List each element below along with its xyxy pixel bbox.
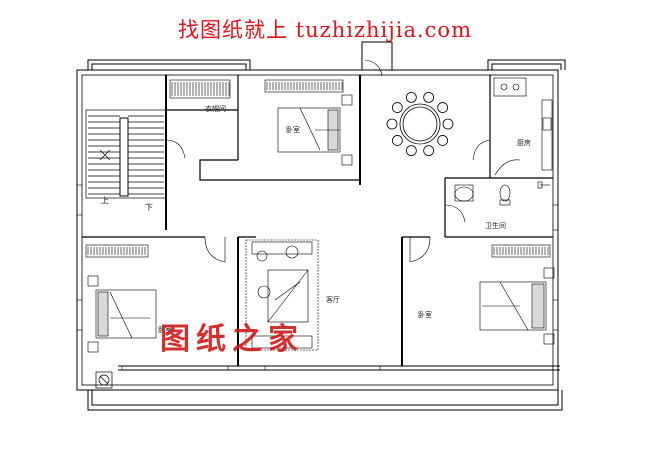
stair-down-label: 下 [145,203,153,212]
stair-up-label: 上 [101,196,109,205]
right-bedroom-furniture [479,244,555,345]
bathroom-label: 卫生间 [485,221,506,230]
door-arc-kitchen [472,139,491,161]
bottom-balcony-in [91,390,559,406]
flue-symbol [95,371,113,389]
kitchen-fixtures [493,77,553,176]
bathroom-fixtures [454,181,550,206]
kitchen-label: 厨房 [517,138,531,147]
bedroom-right-label: 卧室 [418,310,432,319]
top-bedroom-furniture [264,79,353,166]
top-balcony-left [87,59,251,70]
door-arc-closet [165,139,186,159]
inner-wall [81,74,554,386]
closet-label: 衣帽间 [205,104,226,113]
outer-wall [76,69,559,391]
door-arc-bath [444,204,466,223]
left-bedroom-furniture [85,244,157,353]
door-arc-right [409,236,431,263]
entry-notch [361,41,393,70]
top-balcony-right-in [491,63,562,70]
closet-wardrobe [169,79,231,99]
top-balcony-left-in [91,63,247,70]
dining-table [386,91,454,157]
living-room-label: 客厅 [326,295,340,304]
entry-door-arc [364,59,383,77]
bottom-balcony [87,390,563,411]
bedroom-top-wall [199,159,360,181]
door-arc-left [204,236,226,263]
site-header-link[interactable]: 找图纸就上 tuzhizhijia.com [178,18,472,42]
living-room-furniture [245,239,319,351]
watermark: 图纸之家 [160,322,304,357]
bedroom-left-label: 卧室 [158,325,172,334]
windows [77,184,558,370]
top-balcony-right [487,59,566,70]
staircase [85,109,167,199]
bedroom-top-label: 卧室 [286,125,300,134]
